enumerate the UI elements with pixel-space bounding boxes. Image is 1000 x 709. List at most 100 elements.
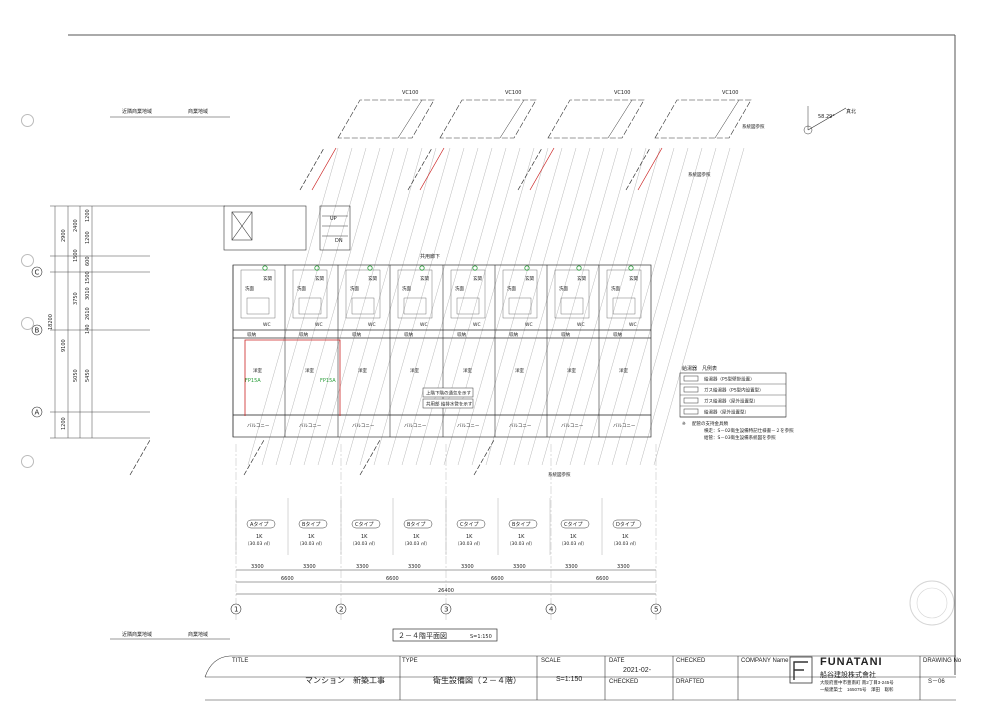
tb-date: 2021-02- xyxy=(623,667,652,674)
room-entry: 玄関 xyxy=(525,275,534,282)
dim-5450: 5450 xyxy=(85,369,91,382)
dim-9100: 9100 xyxy=(61,339,67,352)
zoning-bottom-right: 商業地域 xyxy=(188,631,208,638)
legend-note-head: 配管の支持金具類 xyxy=(692,420,728,427)
lower-riser-4 xyxy=(473,439,495,476)
zoning-bottom-left: 近隣商業地域 xyxy=(122,631,152,638)
unit-type-6: Bタイプ 1K（30.03 ㎡） xyxy=(497,498,538,555)
unit-plan-type: 1K xyxy=(570,534,577,540)
dim-6600: 6600 xyxy=(596,576,609,582)
room-balcony: バルコニー xyxy=(299,423,322,429)
grid-rows: C B A xyxy=(31,266,43,418)
tb-company-name: 船谷建設株式會社 xyxy=(820,672,876,679)
unit-area: （30.03 ㎡） xyxy=(559,540,587,547)
unit-plan-type: 1K xyxy=(413,534,420,540)
unit-type-name: Dタイプ xyxy=(616,521,635,528)
room-storage: 収納 xyxy=(457,331,466,338)
tb-company-label: COMPANY Name xyxy=(741,658,789,664)
legend-title: 給湯器 凡例表 xyxy=(682,365,717,372)
room-entry: 玄関 xyxy=(629,275,638,282)
dim-6600: 6600 xyxy=(281,576,294,582)
room-balcony: バルコニー xyxy=(247,423,270,429)
ref-label-3: 系統図参照 xyxy=(548,471,571,478)
grid-row-c: C xyxy=(35,269,40,277)
binder-hole-3 xyxy=(21,317,34,330)
unit-area: （30.03 ㎡） xyxy=(455,540,483,547)
title-block-logo xyxy=(789,656,813,684)
unit-area: （30.03 ㎡） xyxy=(245,540,273,547)
room-yoshitsu: 洋室 xyxy=(515,367,524,374)
dim-2900: 2900 xyxy=(61,229,67,242)
room-entry: 玄関 xyxy=(577,275,586,282)
room-balcony: バルコニー xyxy=(457,423,480,429)
dim-1200b: 1200 xyxy=(85,231,91,244)
dim-2610: 2610 xyxy=(85,307,91,320)
pipe-group-3 xyxy=(547,99,645,139)
legend-item-4: 給湯器（屋外設置型） xyxy=(704,409,749,416)
room-entry: 玄関 xyxy=(473,275,482,282)
unit-plan-type: 1K xyxy=(518,534,525,540)
pipe-label-3: VC100 xyxy=(614,90,630,96)
tb-drafted-label: DRAFTED xyxy=(676,679,705,685)
grid-row-b: B xyxy=(35,327,40,335)
dim-3300: 3300 xyxy=(513,564,526,570)
dim-3300: 3300 xyxy=(461,564,474,570)
unit-plan-type: 1K xyxy=(308,534,315,540)
tb-drawing-title: 衛生設備図（２－４階） xyxy=(433,676,521,685)
room-washroom: 洗面 xyxy=(245,285,254,292)
pipe-group-4 xyxy=(654,99,752,139)
legend-item-1: 給湯器（PS型壁掛設置） xyxy=(704,376,755,383)
room-wc: WC xyxy=(629,322,637,328)
room-washroom: 洗面 xyxy=(559,285,568,292)
dim-1200c: 1200 xyxy=(61,417,67,430)
tb-scale: S=1:150 xyxy=(556,676,583,683)
dim-2400: 2400 xyxy=(73,219,79,232)
room-entry: 玄関 xyxy=(315,275,324,282)
room-yoshitsu: 洋室 xyxy=(358,367,367,374)
room-yoshitsu: 洋室 xyxy=(463,367,472,374)
room-wc: WC xyxy=(263,322,271,328)
zoning-top-left: 近隣商業地域 xyxy=(122,108,152,115)
dim-6600: 6600 xyxy=(491,576,504,582)
room-yoshitsu: 洋室 xyxy=(619,367,628,374)
room-washroom: 洗面 xyxy=(297,285,306,292)
unit-type-name: Cタイプ xyxy=(564,521,583,528)
unit-plan-type: 1K xyxy=(256,534,263,540)
room-wc: WC xyxy=(368,322,376,328)
unit-area: （30.03 ㎡） xyxy=(507,540,535,547)
room-entry: 玄関 xyxy=(368,275,377,282)
room-entry: 玄関 xyxy=(263,275,272,282)
north-mark: 真北 xyxy=(846,108,856,115)
unit-area: （30.03 ㎡） xyxy=(297,540,325,547)
lower-riser-2 xyxy=(243,439,265,476)
room-storage: 収納 xyxy=(509,331,518,338)
plan-title: ２－４階平面図 xyxy=(398,631,447,640)
unit-type-name: Bタイプ xyxy=(512,521,530,528)
hot-water-line-2 xyxy=(419,147,445,191)
dim-1500b: 1500 xyxy=(85,271,91,284)
dim-3300: 3300 xyxy=(408,564,421,570)
dim-5050: 5050 xyxy=(73,369,79,382)
zoning-top-right: 商業地域 xyxy=(188,108,208,115)
room-balcony: バルコニー xyxy=(613,423,636,429)
room-storage: 収納 xyxy=(561,331,570,338)
tb-title-label: TITLE xyxy=(232,658,249,664)
north-arrow: 58.29° 真北 xyxy=(803,106,856,135)
room-wc: WC xyxy=(473,322,481,328)
pipe-group-1 xyxy=(337,99,435,139)
corridor-label: 共用廊下 xyxy=(420,253,440,260)
legend-note-mark: ※ xyxy=(682,421,686,427)
stair-dn: DN xyxy=(335,238,343,244)
room-washroom: 洗面 xyxy=(455,285,464,292)
tb-company-logo: FUNATANI xyxy=(820,656,883,668)
